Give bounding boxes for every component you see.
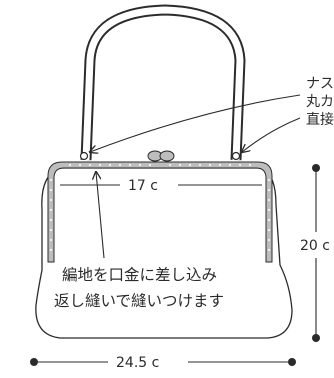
instruction-arrow: [96, 172, 105, 259]
left-ring: [79, 151, 89, 161]
instruction-line-1: 編地を口金に差し込み: [62, 266, 217, 284]
instruction-line-2: 返し縫いで縫いつけます: [54, 292, 224, 310]
ring-arrows: [90, 94, 301, 152]
height-label: 20 c: [300, 238, 330, 254]
height-dimension: [312, 164, 320, 342]
side-note-line-3: 直接: [306, 111, 334, 128]
purse-body: [35, 167, 293, 339]
bottom-width-dimension: [30, 358, 296, 366]
handle: [80, 4, 246, 161]
side-note-line-2: 丸カ: [306, 94, 334, 110]
right-ring: [231, 151, 241, 161]
top-width-label: 17 c: [128, 178, 158, 194]
bottom-width-label: 24.5 c: [116, 355, 159, 371]
clasp-knobs: [147, 150, 175, 162]
side-note-line-1: ナス: [306, 76, 334, 92]
clasp-frame: [47, 150, 273, 263]
